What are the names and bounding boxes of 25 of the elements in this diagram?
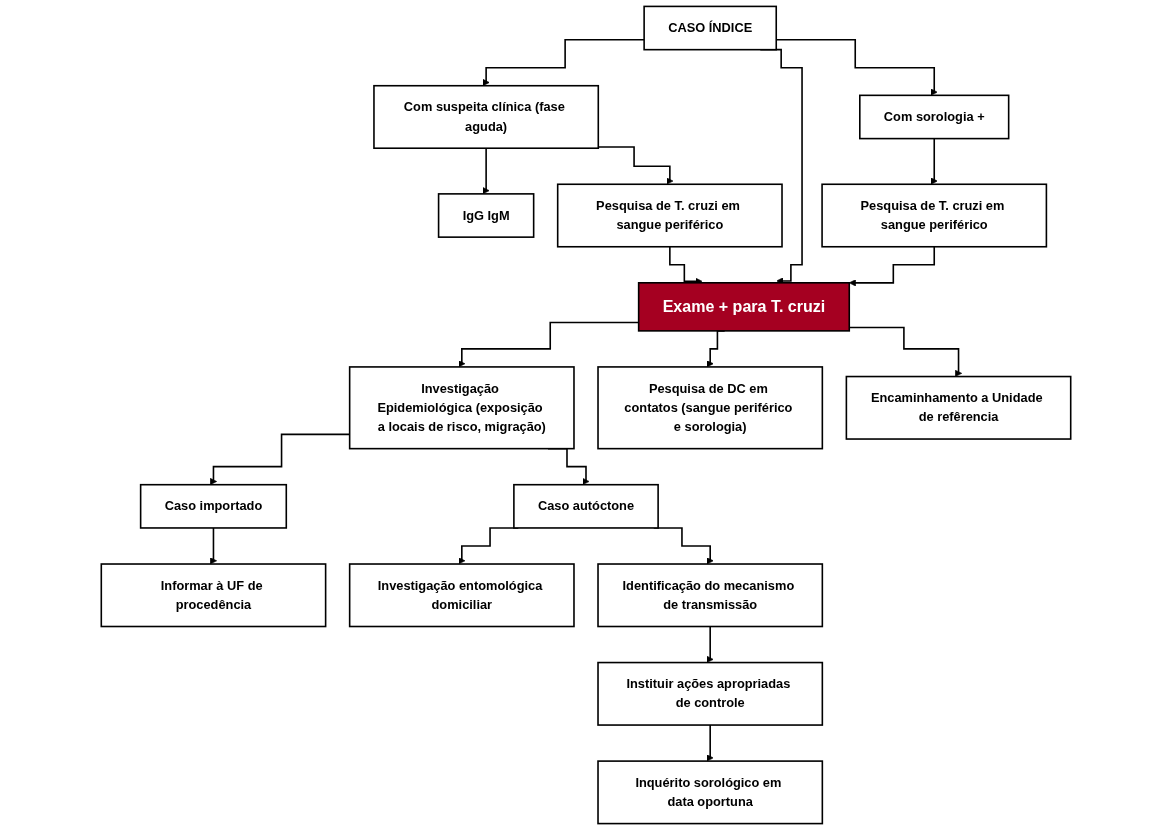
arrow: [597, 146, 674, 185]
arrow: [848, 245, 936, 287]
node-box: Inquérito sorológico em data oportuna: [597, 760, 824, 825]
node-box: IgG IgM: [437, 193, 535, 238]
node-box: Instituir ações apropriadas de controle: [597, 661, 824, 726]
node-box: Pesquisa de T. cruzi em sangue periférico: [556, 183, 783, 248]
arrow: [706, 625, 714, 663]
node-box: Com sorologia +: [859, 94, 1010, 140]
arrow: [209, 527, 217, 565]
arrow: [930, 137, 938, 185]
arrow: [482, 38, 645, 87]
node-box: Investigação entomológica domiciliar: [348, 563, 575, 628]
node-box: Caso autóctone: [513, 483, 659, 529]
arrow: [706, 724, 714, 762]
node-box: Com suspeita clínica (fase aguda): [373, 84, 600, 149]
node-box: Investigação Epidemiológica (exposição a locais de risco, migração): [348, 366, 575, 450]
node-box: Caso importado: [139, 483, 288, 529]
node-box: Pesquisa de DC em contatos (sangue periférico e sorologia): [597, 366, 824, 450]
node-box: Identificação do mecanismo de transmissão: [597, 563, 824, 628]
arrow: [482, 147, 490, 195]
node-box: Pesquisa de T. cruzi em sangue periférico: [821, 183, 1048, 248]
node-box: Exame + para T. cruzi: [637, 282, 851, 332]
node-box: Informar à UF de procedência: [100, 563, 327, 628]
node-box: Encaminhamento a Unidade de refêrencia: [845, 375, 1072, 440]
node-box: CASO ÍNDICE: [643, 5, 778, 51]
